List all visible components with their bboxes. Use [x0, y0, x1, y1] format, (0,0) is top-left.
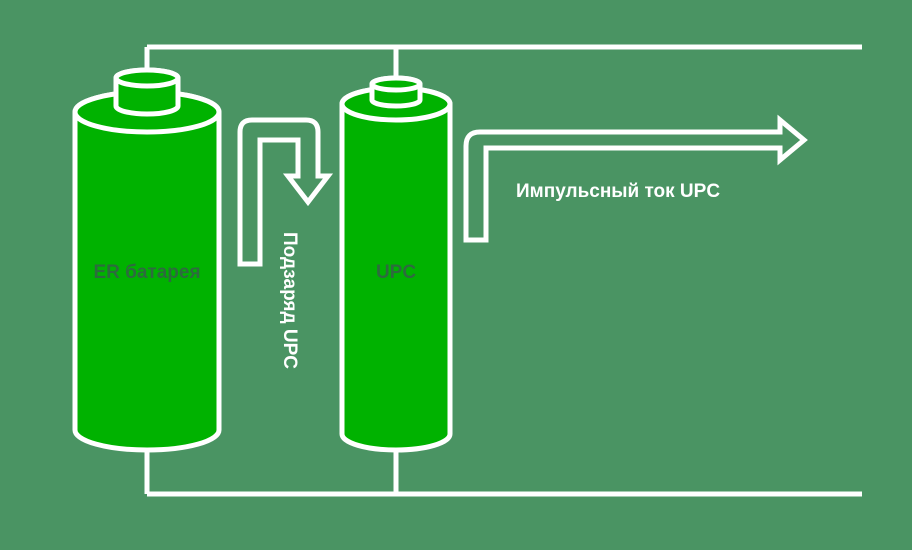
top-bus-wire [144, 44, 862, 80]
pulse-current-label: Импульсный ток UPC [516, 181, 720, 202]
bottom-bus-wire [144, 450, 862, 497]
recharge-label: Подзаряд UPC [279, 232, 300, 369]
er-battery-cell: ER батарея [72, 67, 222, 453]
er-battery-label: ER батарея [93, 262, 200, 283]
upc-label: UPC [376, 262, 416, 283]
upc-cell: UPC [339, 75, 453, 453]
recharge-arrow-icon [237, 117, 334, 267]
pulse-current-arrow-icon [463, 114, 808, 243]
